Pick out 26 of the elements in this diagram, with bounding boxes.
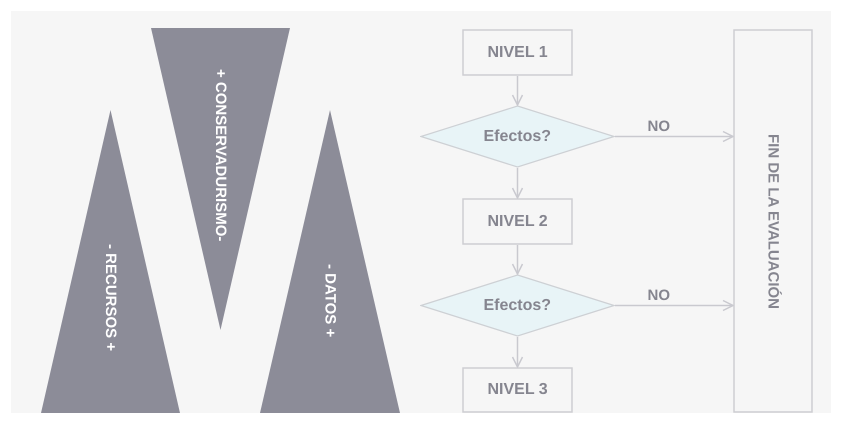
process-box — [733, 29, 813, 413]
vertical-label: FIN DE LA EVALUACIÓN — [764, 134, 782, 308]
arrow — [512, 245, 524, 275]
node-label: NIVEL 2 — [488, 212, 548, 230]
node-label: NIVEL 3 — [488, 381, 548, 399]
process-box — [462, 367, 573, 413]
node-label: NIVEL 1 — [488, 44, 548, 62]
process-box — [462, 29, 573, 76]
triangle-shape — [41, 110, 180, 413]
arrow — [615, 130, 734, 142]
edge-label: NO — [646, 118, 672, 134]
triangle-shape — [151, 28, 290, 330]
triangle-shape — [260, 110, 400, 413]
decision-diamond — [420, 274, 615, 337]
arrow — [512, 168, 524, 199]
vertical-label: - RECURSOS + — [102, 244, 119, 352]
process-box — [462, 198, 573, 245]
vertical-label: + CONSERVADURISMO- — [212, 68, 229, 242]
node-label: Efectos? — [484, 296, 552, 314]
vertical-label: - DATOS + — [322, 264, 338, 338]
node-label: Efectos? — [484, 128, 552, 146]
edge-label: NO — [646, 286, 672, 304]
arrow — [512, 76, 524, 106]
decision-diamond — [420, 105, 615, 168]
arrow — [615, 300, 734, 312]
arrow — [512, 337, 524, 368]
